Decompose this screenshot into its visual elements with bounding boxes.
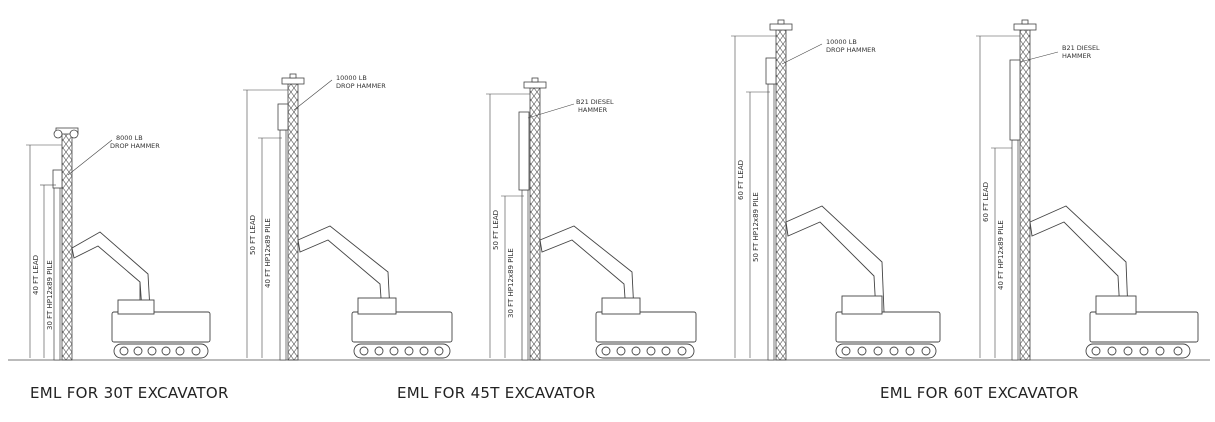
pile-length-label: 40 FT HP12x89 PILE	[997, 220, 1005, 290]
pile	[1011, 139, 1019, 361]
lead-length-label: 60 FT LEAD	[737, 160, 745, 200]
excavator	[297, 225, 453, 359]
lead-mast	[281, 73, 305, 361]
hammer	[52, 169, 63, 189]
lead-mast	[53, 127, 79, 361]
pile	[521, 189, 529, 361]
lead-mast	[769, 19, 793, 361]
pile	[53, 177, 61, 361]
lead-length-label: 40 FT LEAD	[32, 255, 40, 295]
caption-60t: EML FOR 60T EXCAVATOR	[880, 384, 1079, 402]
lead-mast	[1013, 19, 1037, 361]
pile	[279, 129, 287, 361]
pile-length-label: 30 FT HP12x89 PILE	[46, 260, 54, 330]
excavator	[785, 205, 941, 359]
excavator	[539, 225, 697, 359]
hammer	[518, 111, 530, 191]
hammer	[277, 103, 289, 131]
hammer	[765, 57, 777, 85]
pile-length-label: 50 FT HP12x89 PILE	[752, 192, 760, 262]
caption-30t: EML FOR 30T EXCAVATOR	[30, 384, 229, 402]
excavator	[1029, 205, 1199, 359]
lead-length-label: 50 FT LEAD	[249, 215, 257, 255]
pile	[767, 83, 775, 361]
caption-45t: EML FOR 45T EXCAVATOR	[397, 384, 596, 402]
pile-length-label: 30 FT HP12x89 PILE	[507, 248, 515, 318]
lead-length-label: 50 FT LEAD	[492, 210, 500, 250]
excavator	[71, 231, 211, 359]
hammer	[1009, 59, 1021, 141]
lead-mast	[523, 77, 547, 361]
lead-length-label: 60 FT LEAD	[982, 182, 990, 222]
pile-length-label: 40 FT HP12x89 PILE	[264, 218, 272, 288]
